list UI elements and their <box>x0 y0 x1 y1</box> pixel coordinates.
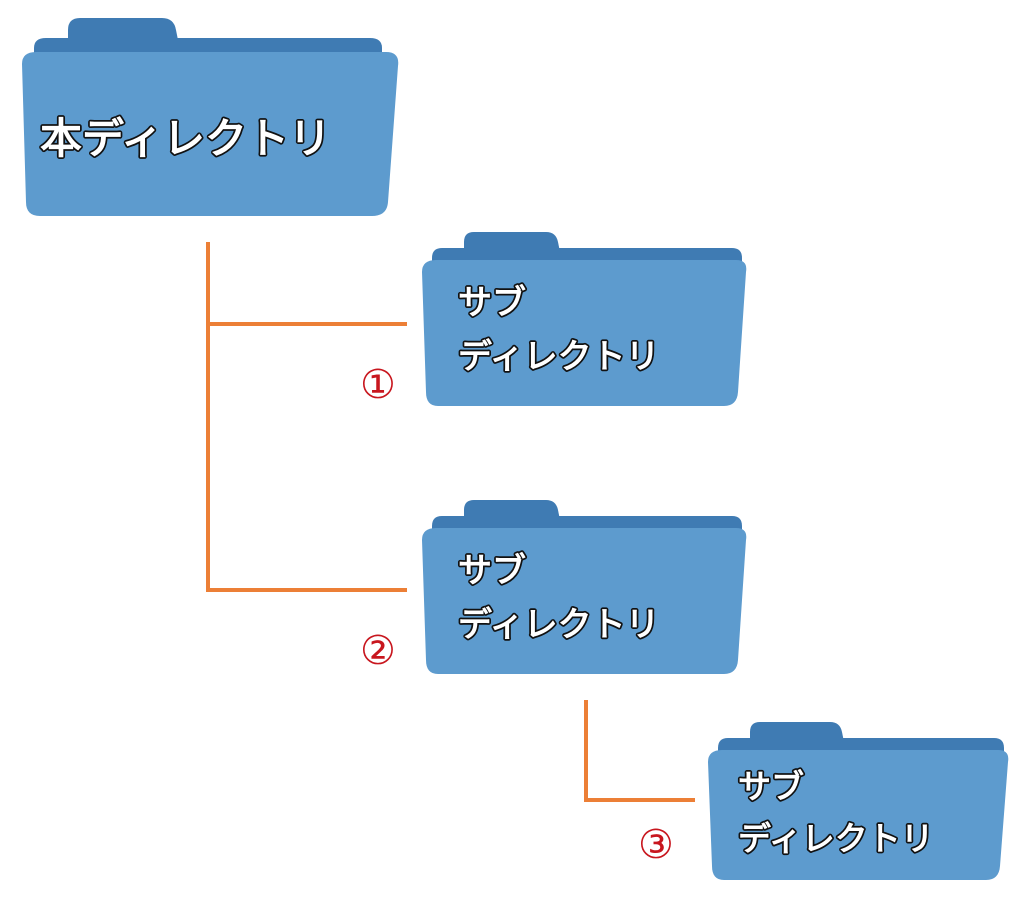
subfolder-3-marker: ③ <box>638 822 674 868</box>
folder-body <box>22 52 399 216</box>
folder-icon <box>22 18 399 216</box>
subfolder-2-label-line2: ディレクトリ <box>458 605 660 645</box>
subfolder-3-label-line1: サブ <box>738 767 804 806</box>
folder-icon <box>422 232 747 406</box>
folder-icon <box>708 722 1009 880</box>
subfolder-3[interactable]: サブ ディレクトリ <box>708 722 1009 880</box>
subfolder-1-marker: ① <box>360 362 396 408</box>
folder-tab <box>68 18 178 40</box>
folder-body <box>422 528 747 674</box>
root-folder-label: 本ディレクトリ <box>40 114 331 163</box>
root-folder[interactable]: 本ディレクトリ <box>22 18 399 216</box>
subfolder-2-marker: ② <box>360 628 396 674</box>
folder-body <box>422 260 747 406</box>
folder-tab <box>464 232 560 252</box>
folder-tab <box>464 500 560 520</box>
folder-body <box>708 750 1009 880</box>
subfolder-2[interactable]: サブ ディレクトリ <box>422 500 747 674</box>
subfolder-1[interactable]: サブ ディレクトリ <box>422 232 747 406</box>
subfolder-1-label-line2: ディレクトリ <box>458 337 660 377</box>
subfolder-2-label-line1: サブ <box>458 551 526 591</box>
folder-tab <box>750 722 844 742</box>
subfolder-3-label-line2: ディレクトリ <box>738 819 934 858</box>
subfolder-1-label-line1: サブ <box>458 283 526 323</box>
connector-lines <box>206 242 695 802</box>
folder-icon <box>422 500 747 674</box>
